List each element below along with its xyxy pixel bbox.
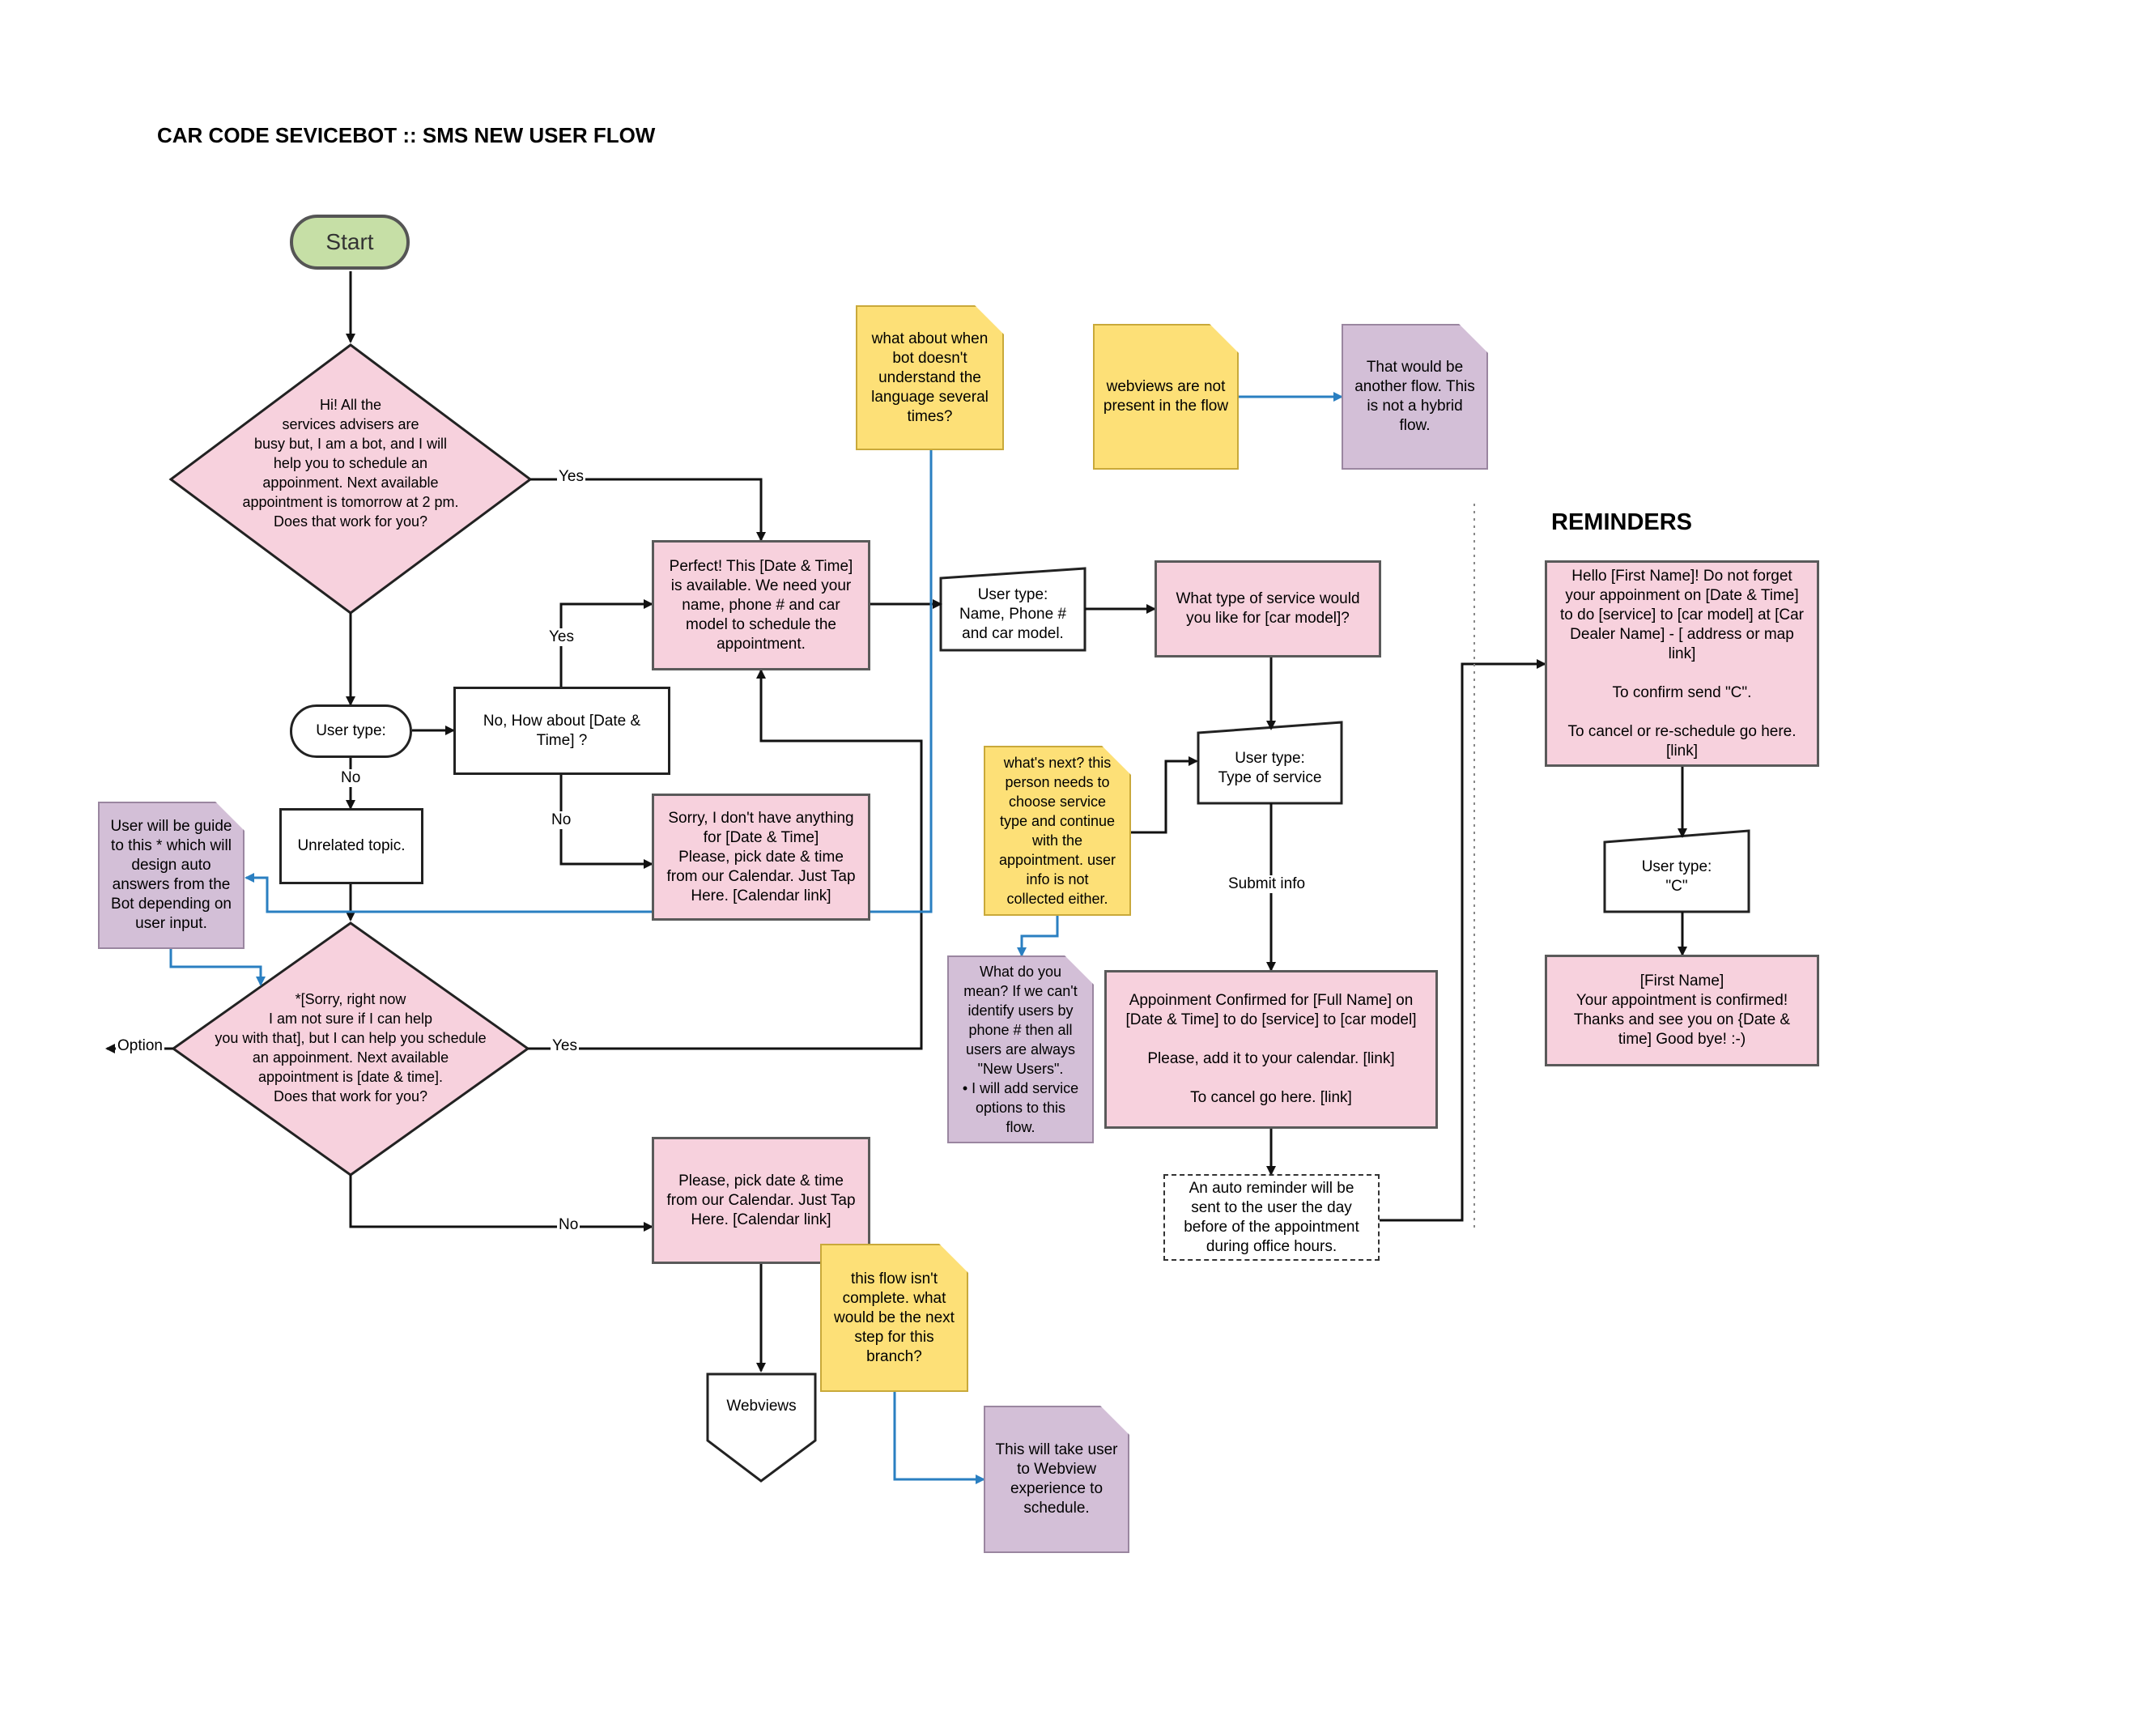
page-title: CAR CODE SEVICEBOT :: SMS NEW USER FLOW <box>157 123 656 147</box>
perfect-box: Perfect! This [Date & Time] is available… <box>652 540 870 670</box>
note-language: what about when bot doesn't understand t… <box>856 305 1004 450</box>
reminders-title: REMINDERS <box>1551 509 1693 535</box>
decision1-text: Hi! All the services advisers are busy b… <box>242 397 459 530</box>
comment-link-guide <box>169 949 266 986</box>
label-no-2: No <box>550 811 573 829</box>
final-confirm-box: [First Name] Your appointment is confirm… <box>1545 955 1819 1066</box>
arrow-reminder-remindermsg <box>1380 659 1546 1222</box>
arrow-decision1-perfect <box>530 478 766 542</box>
unrelated-box: Unrelated topic. <box>279 808 423 884</box>
user-type-service-shape <box>1197 721 1343 805</box>
user-type-pill: User type: <box>290 704 412 758</box>
arrow-nohowabout-sorry <box>559 775 653 869</box>
no-how-about-box: No, How about [Date & Time] ? <box>453 687 670 775</box>
note-hybrid: That would be another flow. This is not … <box>1342 324 1488 470</box>
note-webviews: webviews are not present in the flow <box>1093 324 1239 470</box>
note-guide: User will be guide to this * which will … <box>98 802 245 949</box>
confirmed-box: Appoinment Confirmed for [Full Name] on … <box>1104 970 1438 1129</box>
arrow-whatsnext-usertypeservice <box>1131 756 1198 834</box>
label-yes-3: Yes <box>551 1037 579 1055</box>
sorry-no-slot-box: Sorry, I don't have anything for [Date &… <box>652 794 870 921</box>
comment-link-whatsnext <box>1017 916 1059 957</box>
service-question-box: What type of service would you like for … <box>1155 560 1381 657</box>
comment-link-language <box>245 450 933 913</box>
arrow-decision2-pickdate <box>349 1175 653 1232</box>
label-no-3: No <box>557 1216 580 1234</box>
arrow-nohowabout-perfect <box>559 599 653 687</box>
note-incomplete: this flow isn't complete. what would be … <box>820 1244 968 1392</box>
label-no-1: No <box>339 769 363 787</box>
label-yes-2: Yes <box>547 628 576 646</box>
comment-link-incomplete <box>893 1392 985 1484</box>
user-type-c-text: User type: "C" <box>1641 858 1712 895</box>
label-submit-info: Submit info <box>1227 875 1308 893</box>
label-yes-1: Yes <box>557 468 585 486</box>
auto-reminder-box: An auto reminder will be sent to the use… <box>1163 1174 1380 1261</box>
webviews-shape <box>706 1372 817 1483</box>
note-what-mean: What do you mean? If we can't identify u… <box>947 955 1094 1143</box>
user-type-name-text: User type: Name, Phone # and car model. <box>959 585 1067 642</box>
user-type-service-text: User type: Type of service <box>1218 749 1322 786</box>
webviews-text: Webviews <box>726 1398 797 1415</box>
user-type-c-shape <box>1603 829 1750 913</box>
pick-date-box: Please, pick date & time from our Calend… <box>652 1137 870 1264</box>
note-webview-experience: This will take user to Webview experienc… <box>984 1406 1129 1553</box>
decision2-text: *[Sorry, right now I am not sure if I ca… <box>215 991 487 1104</box>
start-node: Start <box>290 215 410 270</box>
user-type-name-shape <box>939 567 1087 652</box>
note-whats-next: what's next? this person needs to choose… <box>984 746 1131 916</box>
label-option: Option <box>116 1037 164 1055</box>
arrow-decision2-perfect <box>528 669 923 1050</box>
reminder-message-box: Hello [First Name]! Do not forget your a… <box>1545 560 1819 767</box>
